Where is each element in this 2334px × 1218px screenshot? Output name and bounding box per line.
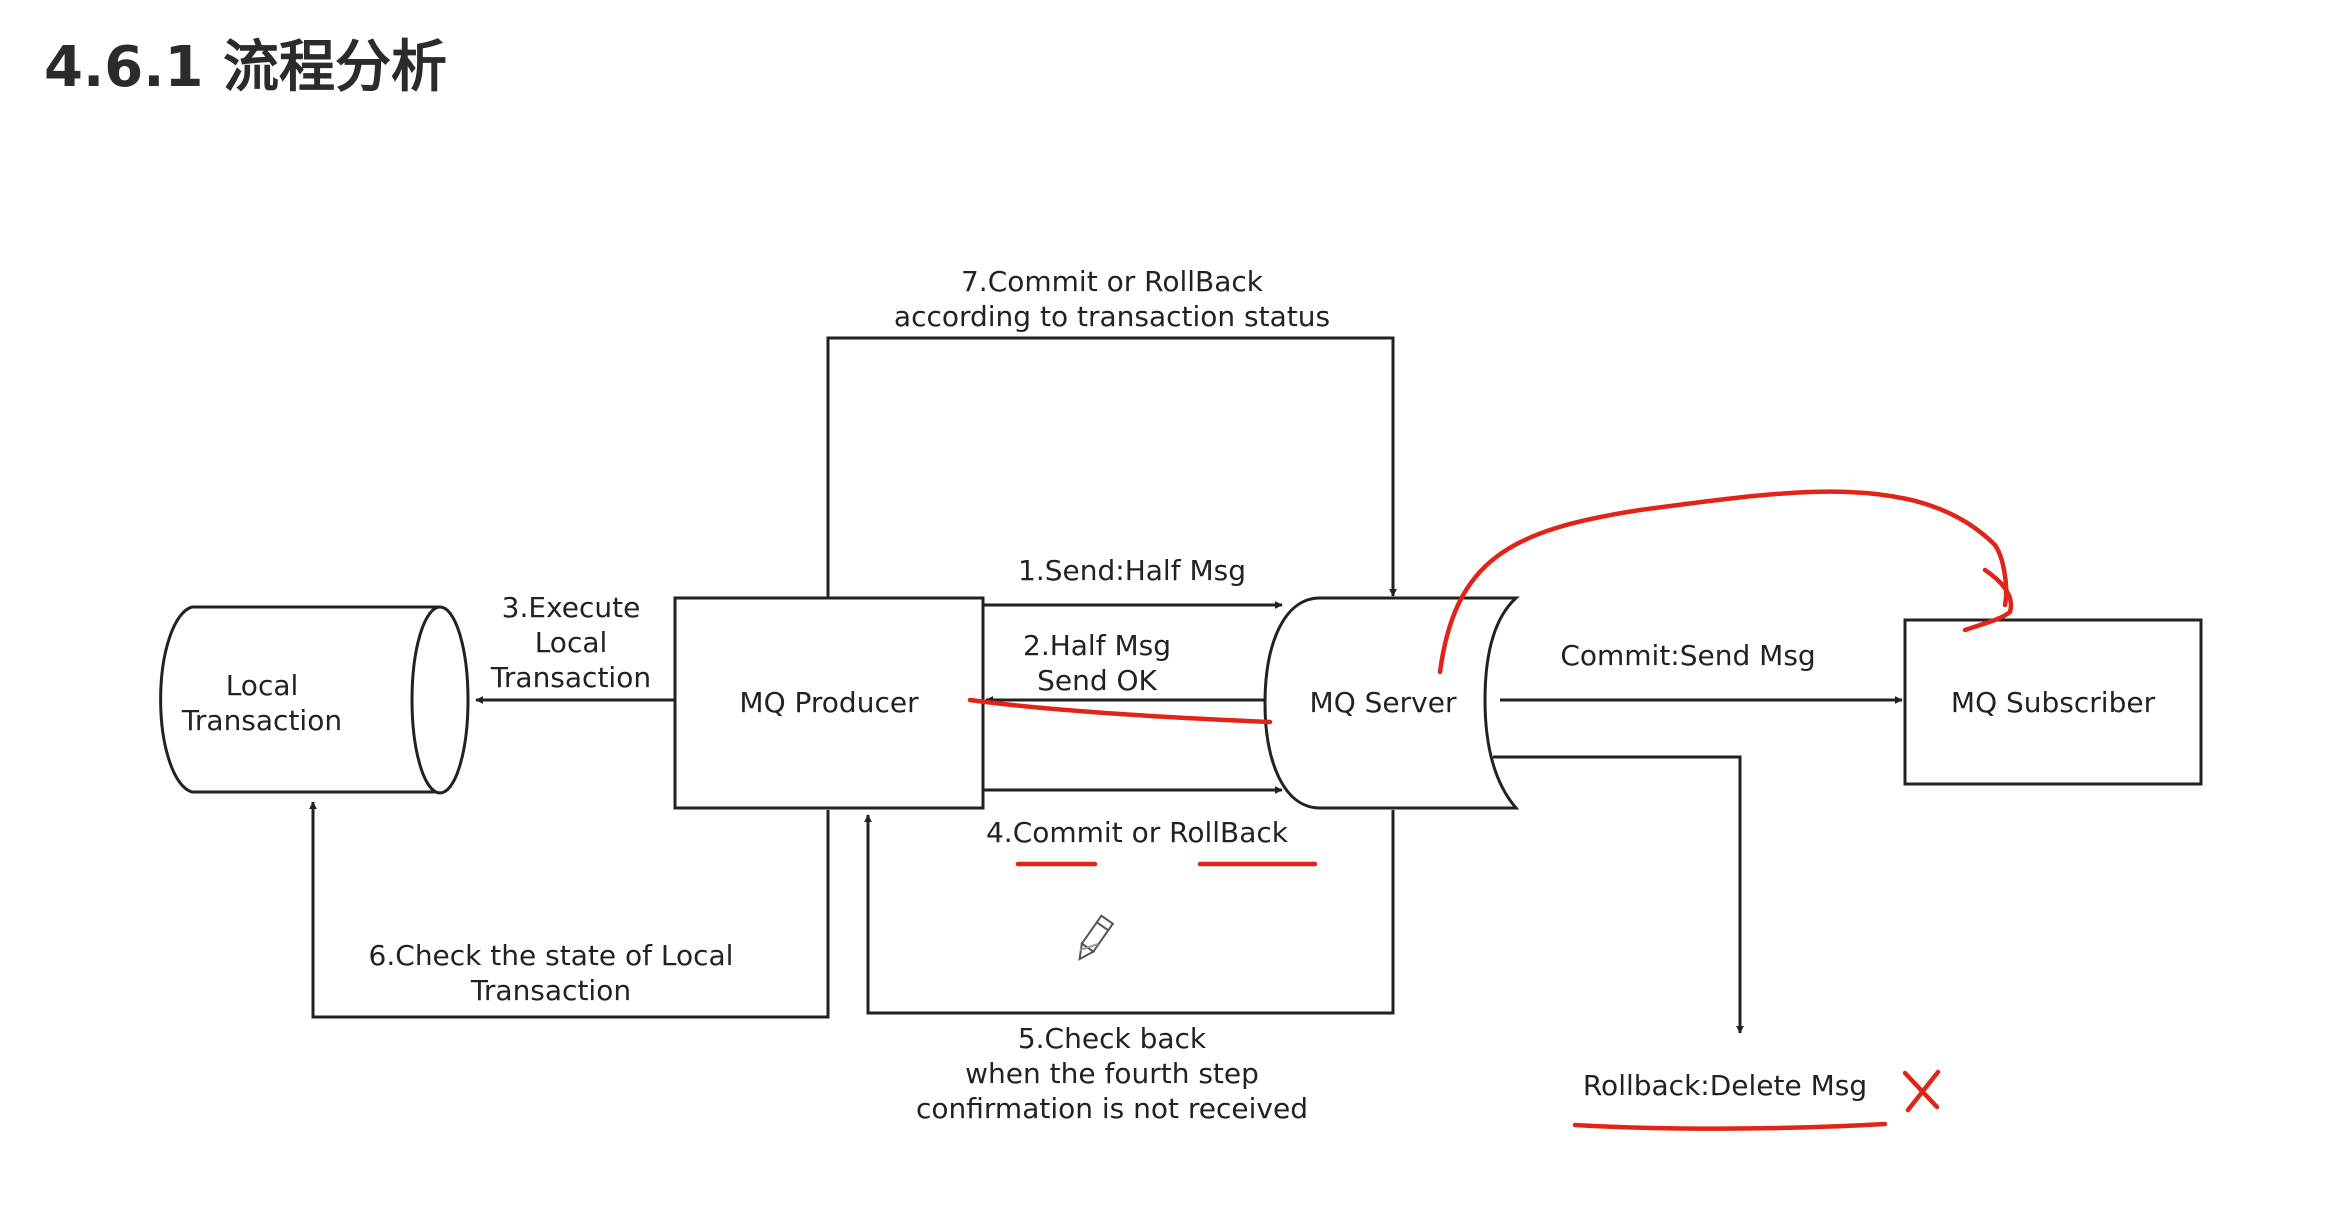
step5-label-line3: confirmation is not received xyxy=(916,1092,1308,1125)
rollback-label: Rollback:Delete Msg xyxy=(1583,1069,1867,1102)
red-x-mark-stroke-2 xyxy=(1905,1069,1941,1113)
step5-label-line2: when the fourth step xyxy=(965,1057,1259,1090)
step3-label-line3: Transaction xyxy=(490,661,651,694)
edge-step5-line xyxy=(864,810,1395,1015)
step3-label-line1: 3.Execute xyxy=(502,591,641,624)
mq-subscriber-node: MQ Subscriber xyxy=(1903,618,2203,786)
mq-producer-node: MQ Producer xyxy=(673,596,985,810)
local-transaction-label-line2: Transaction xyxy=(181,704,342,737)
mq-producer-label: MQ Producer xyxy=(739,686,919,719)
step4-label: 4.Commit or RollBack xyxy=(986,816,1289,849)
red-arrow-server-to-subscriber xyxy=(1437,489,2009,675)
red-underline-rollback-delete xyxy=(1572,1121,1888,1131)
edge-step6-line xyxy=(309,801,830,1019)
step6-label-line2: Transaction xyxy=(470,974,631,1007)
step5-label-line1: 5.Check back xyxy=(1018,1022,1207,1055)
mq-server-label: MQ Server xyxy=(1310,686,1457,719)
red-arrowhead-subscriber xyxy=(1962,567,2014,633)
step7-label-line2: according to transaction status xyxy=(894,300,1330,333)
page-title: 4.6.1 流程分析 xyxy=(44,35,447,100)
step7-label-line1: 7.Commit or RollBack xyxy=(961,265,1264,298)
step6-label-line1: 6.Check the state of Local xyxy=(369,939,734,972)
mq-server-node: MQ Server xyxy=(1263,596,1520,810)
local-transaction-label-line1: Local xyxy=(226,669,299,702)
step1-label: 1.Send:Half Msg xyxy=(1018,554,1246,587)
pen-cursor-icon xyxy=(1078,914,1115,961)
red-arrow-server-to-producer xyxy=(967,697,1273,725)
local-transaction-node: Local Transaction xyxy=(159,605,470,795)
mq-subscriber-label: MQ Subscriber xyxy=(1951,686,2156,719)
pen-trail xyxy=(1079,943,1099,951)
edge-rollback-line xyxy=(1493,755,1744,1034)
step2-label-line2: Send OK xyxy=(1037,664,1157,697)
commit-label: Commit:Send Msg xyxy=(1560,639,1815,672)
step2-label-line1: 2.Half Msg xyxy=(1023,629,1171,662)
edge-step7-line xyxy=(826,336,1397,598)
step3-label-line2: Local xyxy=(535,626,608,659)
